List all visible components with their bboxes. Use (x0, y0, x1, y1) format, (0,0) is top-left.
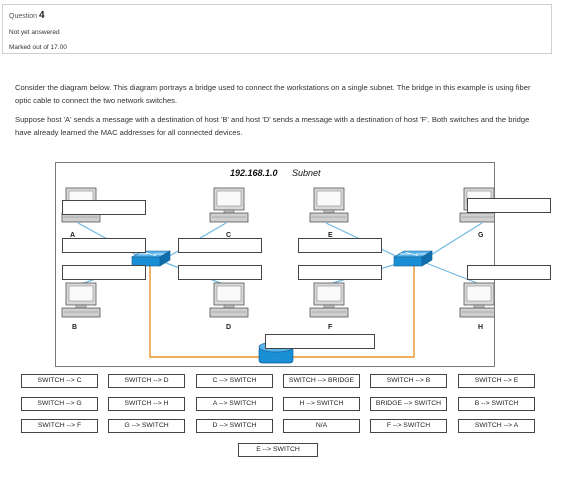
drop-box-bridge[interactable] (265, 334, 375, 349)
question-text-2: Suppose host 'A' sends a message with a … (15, 115, 530, 137)
right-switch-icon (393, 250, 433, 267)
drop-box-3[interactable] (62, 265, 146, 280)
answer-tile[interactable]: SWITCH --> H (108, 397, 185, 411)
host-b-computer-icon (61, 282, 101, 318)
answer-tile[interactable]: H --> SWITCH (283, 397, 360, 411)
drop-box-5[interactable] (178, 265, 262, 280)
left-switch-icon (131, 250, 171, 267)
host-h-computer-icon (459, 282, 494, 318)
host-label-f: F (328, 324, 333, 331)
drop-box-9[interactable] (467, 265, 551, 280)
question-text-1: Consider the diagram below. This diagram… (15, 83, 531, 105)
fiber-cable-left (149, 265, 259, 358)
subnet-ip: 192.168.1.0 (230, 168, 278, 178)
answer-tile[interactable]: SWITCH --> A (458, 419, 535, 433)
drop-box-1[interactable] (62, 200, 146, 215)
question-label: Question 4 (9, 10, 45, 21)
host-label-e: E (328, 232, 333, 239)
answer-tile[interactable]: A --> SWITCH (196, 397, 273, 411)
answer-tile[interactable]: B --> SWITCH (458, 397, 535, 411)
answer-tile[interactable]: SWITCH --> BRIDGE (283, 374, 360, 388)
host-label-h: H (478, 324, 483, 331)
question-marks: Marked out of 17.00 (9, 44, 67, 51)
fiber-cable-right (293, 265, 415, 358)
answer-tile[interactable]: SWITCH --> C (21, 374, 98, 388)
answer-tile[interactable]: G --> SWITCH (108, 419, 185, 433)
host-f-computer-icon (309, 282, 349, 318)
answer-tile[interactable]: BRIDGE --> SWITCH (370, 397, 447, 411)
host-e-computer-icon (309, 187, 349, 223)
host-d-computer-icon (209, 282, 249, 318)
answer-tile[interactable]: N/A (283, 419, 360, 433)
host-label-a: A (70, 232, 75, 239)
host-label-b: B (72, 324, 77, 331)
question-info-box: Question 4 Not yet answered Marked out o… (2, 4, 552, 54)
answer-tile[interactable]: E --> SWITCH (238, 443, 318, 457)
answer-tile[interactable]: SWITCH --> D (108, 374, 185, 388)
subnet-label: Subnet (292, 168, 321, 178)
answer-tile[interactable]: SWITCH --> B (370, 374, 447, 388)
answer-tile[interactable]: SWITCH --> E (458, 374, 535, 388)
answer-tile[interactable]: D --> SWITCH (196, 419, 273, 433)
host-label-g: G (478, 232, 484, 239)
host-label-d: D (226, 324, 231, 331)
question-status: Not yet answered (9, 29, 60, 36)
answer-tile[interactable]: F --> SWITCH (370, 419, 447, 433)
answer-tile[interactable]: SWITCH --> F (21, 419, 98, 433)
answer-tile[interactable]: C --> SWITCH (196, 374, 273, 388)
drop-box-6[interactable] (298, 238, 382, 253)
drop-box-7[interactable] (298, 265, 382, 280)
drop-box-8[interactable] (467, 198, 551, 213)
drop-box-2[interactable] (62, 238, 146, 253)
host-label-c: C (226, 232, 231, 239)
question-number: 4 (38, 10, 45, 21)
host-c-computer-icon (209, 187, 249, 223)
drop-box-4[interactable] (178, 238, 262, 253)
answer-tile[interactable]: SWITCH --> G (21, 397, 98, 411)
